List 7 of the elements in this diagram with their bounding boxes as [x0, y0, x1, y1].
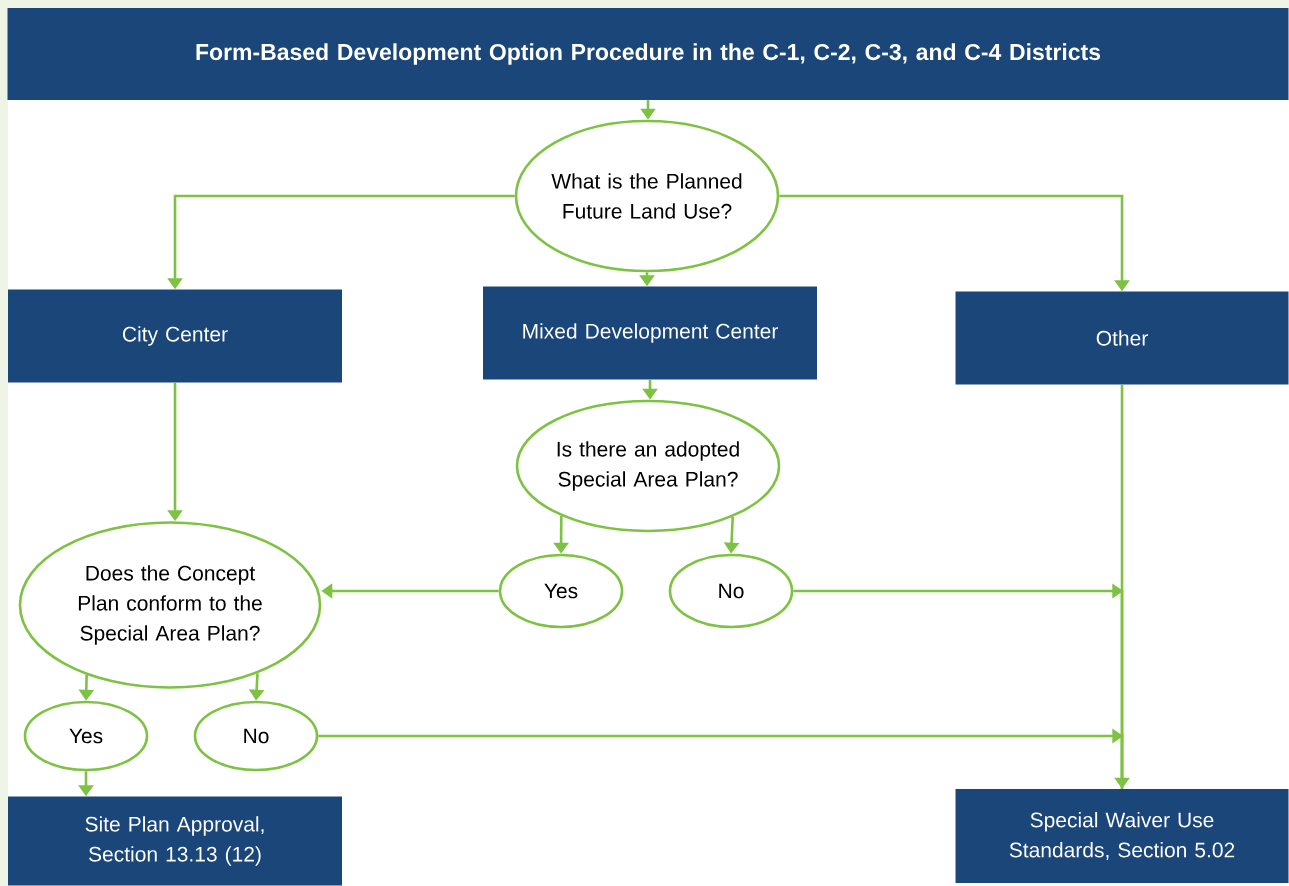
arrow: [318, 728, 1124, 789]
process-box: Mixed Development Center: [483, 286, 817, 380]
process-box: Site Plan Approval, Section 13.13 (12): [8, 796, 342, 886]
title-banner: Form-Based Development Option Procedure in the C-1, C-2, C-3, and C-4 Districts: [7, 8, 1289, 100]
process-box: City Center: [8, 289, 342, 383]
process-box: Special Waiver Use Standards, Section 5.02: [955, 789, 1289, 883]
process-box: Other: [955, 291, 1289, 385]
